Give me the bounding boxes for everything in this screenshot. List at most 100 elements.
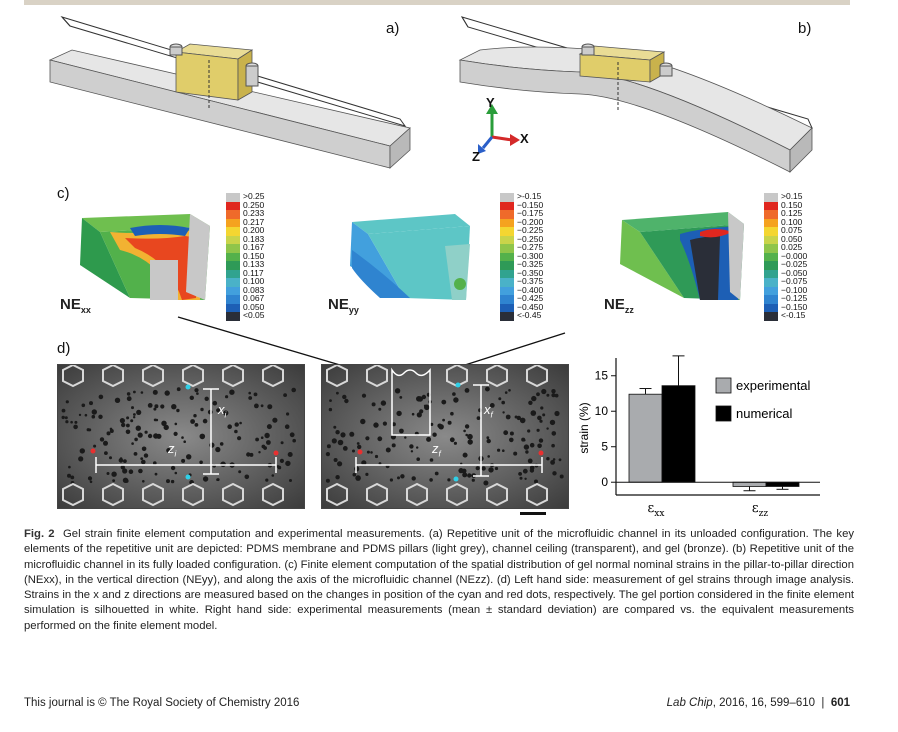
bead-dot bbox=[174, 422, 178, 426]
bead-dot bbox=[325, 478, 330, 483]
bead-dot bbox=[114, 397, 121, 403]
colorbar-swatch bbox=[500, 210, 514, 219]
bead-dot bbox=[447, 420, 452, 425]
axis-x-label: X bbox=[520, 131, 529, 146]
bead-dot bbox=[152, 389, 158, 395]
bead-dot bbox=[67, 473, 71, 478]
bead-dot bbox=[529, 465, 535, 470]
bead-dot bbox=[289, 432, 295, 438]
colorbar-label: 0.100 bbox=[781, 216, 803, 227]
bead-dot bbox=[61, 415, 65, 420]
colorbar-label: >0.15 bbox=[781, 191, 803, 201]
colorbar-swatch bbox=[500, 278, 514, 287]
bead-dot bbox=[229, 389, 235, 395]
bead-dot bbox=[394, 388, 401, 394]
bead-dot bbox=[342, 446, 348, 451]
ne-yy-label: NEyy bbox=[328, 296, 359, 315]
colorbar-label: −0.450 bbox=[517, 301, 544, 312]
bead-dot bbox=[154, 472, 158, 476]
bead-dot bbox=[260, 404, 264, 408]
colorbar-swatch bbox=[226, 303, 240, 312]
bead-dot bbox=[286, 412, 290, 416]
bead-dot bbox=[130, 419, 134, 423]
footer-separator: | bbox=[821, 697, 825, 709]
bead-dot bbox=[481, 466, 486, 471]
bead-dot bbox=[426, 436, 432, 442]
colorbar-swatch bbox=[764, 227, 778, 236]
bead-dot bbox=[505, 414, 511, 420]
bead-dot bbox=[421, 394, 427, 400]
bead-dot bbox=[551, 431, 557, 436]
z-final-label: zf bbox=[432, 441, 441, 459]
bead-dot bbox=[123, 459, 127, 463]
bead-dot bbox=[429, 478, 433, 482]
bead-dot bbox=[404, 436, 407, 439]
bead-dot bbox=[223, 410, 229, 416]
caption-text: Gel strain finite element computation an… bbox=[24, 528, 855, 632]
colorbar-label: 0.183 bbox=[243, 233, 265, 244]
colorbar-label: <-0.45 bbox=[517, 310, 542, 320]
bead-dot bbox=[153, 407, 157, 411]
bead-dot bbox=[530, 410, 537, 416]
bead-dot bbox=[337, 461, 343, 467]
bead-dot bbox=[378, 407, 382, 411]
colorbar-label: 0.217 bbox=[243, 216, 265, 227]
bead-dot bbox=[138, 468, 143, 474]
bead-dot bbox=[434, 471, 439, 476]
bead-dot bbox=[519, 417, 526, 424]
bead-dot bbox=[458, 468, 464, 474]
bead-dot bbox=[181, 436, 184, 439]
footer-journal: Lab Chip bbox=[666, 697, 713, 709]
bead-dot bbox=[186, 454, 192, 460]
colorbar-swatch bbox=[764, 193, 778, 202]
bead-dot bbox=[70, 420, 73, 424]
bead-dot bbox=[147, 433, 153, 439]
bead-dot bbox=[485, 386, 490, 392]
bead-dot bbox=[136, 409, 142, 415]
bead-dot bbox=[141, 446, 147, 452]
axis-triad bbox=[478, 104, 520, 154]
bead-dot bbox=[196, 392, 199, 395]
ne-zz-label: NEzz bbox=[604, 296, 634, 315]
bead-dot bbox=[546, 393, 550, 397]
bead-dot bbox=[78, 413, 82, 417]
bead-dot bbox=[199, 433, 206, 440]
colorbar-label: −0.125 bbox=[781, 293, 808, 303]
bar-experimental bbox=[732, 481, 767, 487]
bead-dot bbox=[331, 438, 337, 444]
bead-dot bbox=[486, 438, 491, 444]
colorbar-swatch bbox=[764, 269, 778, 278]
colorbar-label: −0.325 bbox=[517, 259, 544, 269]
bead-dot bbox=[266, 424, 272, 430]
bead-dot bbox=[126, 423, 130, 428]
bead-dot bbox=[176, 387, 181, 392]
bead-dot bbox=[89, 401, 93, 406]
z-initial-label: zi bbox=[168, 441, 177, 459]
bead-dot bbox=[366, 450, 370, 454]
bead-dot bbox=[264, 432, 270, 439]
colorbar-swatch bbox=[500, 218, 514, 227]
ne-xx-label: NExx bbox=[60, 296, 91, 315]
bead-dot bbox=[516, 415, 521, 421]
bead-dot bbox=[487, 455, 490, 458]
y-tick-label: 10 bbox=[595, 404, 609, 418]
colorbar-label: >0.25 bbox=[243, 191, 265, 201]
bead-dot bbox=[118, 458, 124, 463]
colorbar-swatch bbox=[500, 269, 514, 278]
bead-dot bbox=[519, 476, 523, 480]
bead-dot bbox=[531, 395, 537, 402]
bead-dot bbox=[541, 388, 547, 395]
bead-dot bbox=[144, 430, 148, 434]
bead-dot bbox=[266, 440, 271, 445]
bead-dot bbox=[141, 459, 146, 465]
colorbar-swatch bbox=[226, 210, 240, 219]
bead-dot bbox=[126, 396, 132, 402]
bead-dot bbox=[291, 387, 296, 393]
colorbar-swatch bbox=[764, 252, 778, 261]
panel-label-a: a) bbox=[386, 20, 400, 37]
bead-dot bbox=[391, 422, 396, 427]
bead-dot bbox=[447, 478, 451, 482]
bead-dot bbox=[430, 422, 434, 426]
bead-dot bbox=[137, 432, 143, 438]
connector-line-left bbox=[177, 316, 341, 366]
